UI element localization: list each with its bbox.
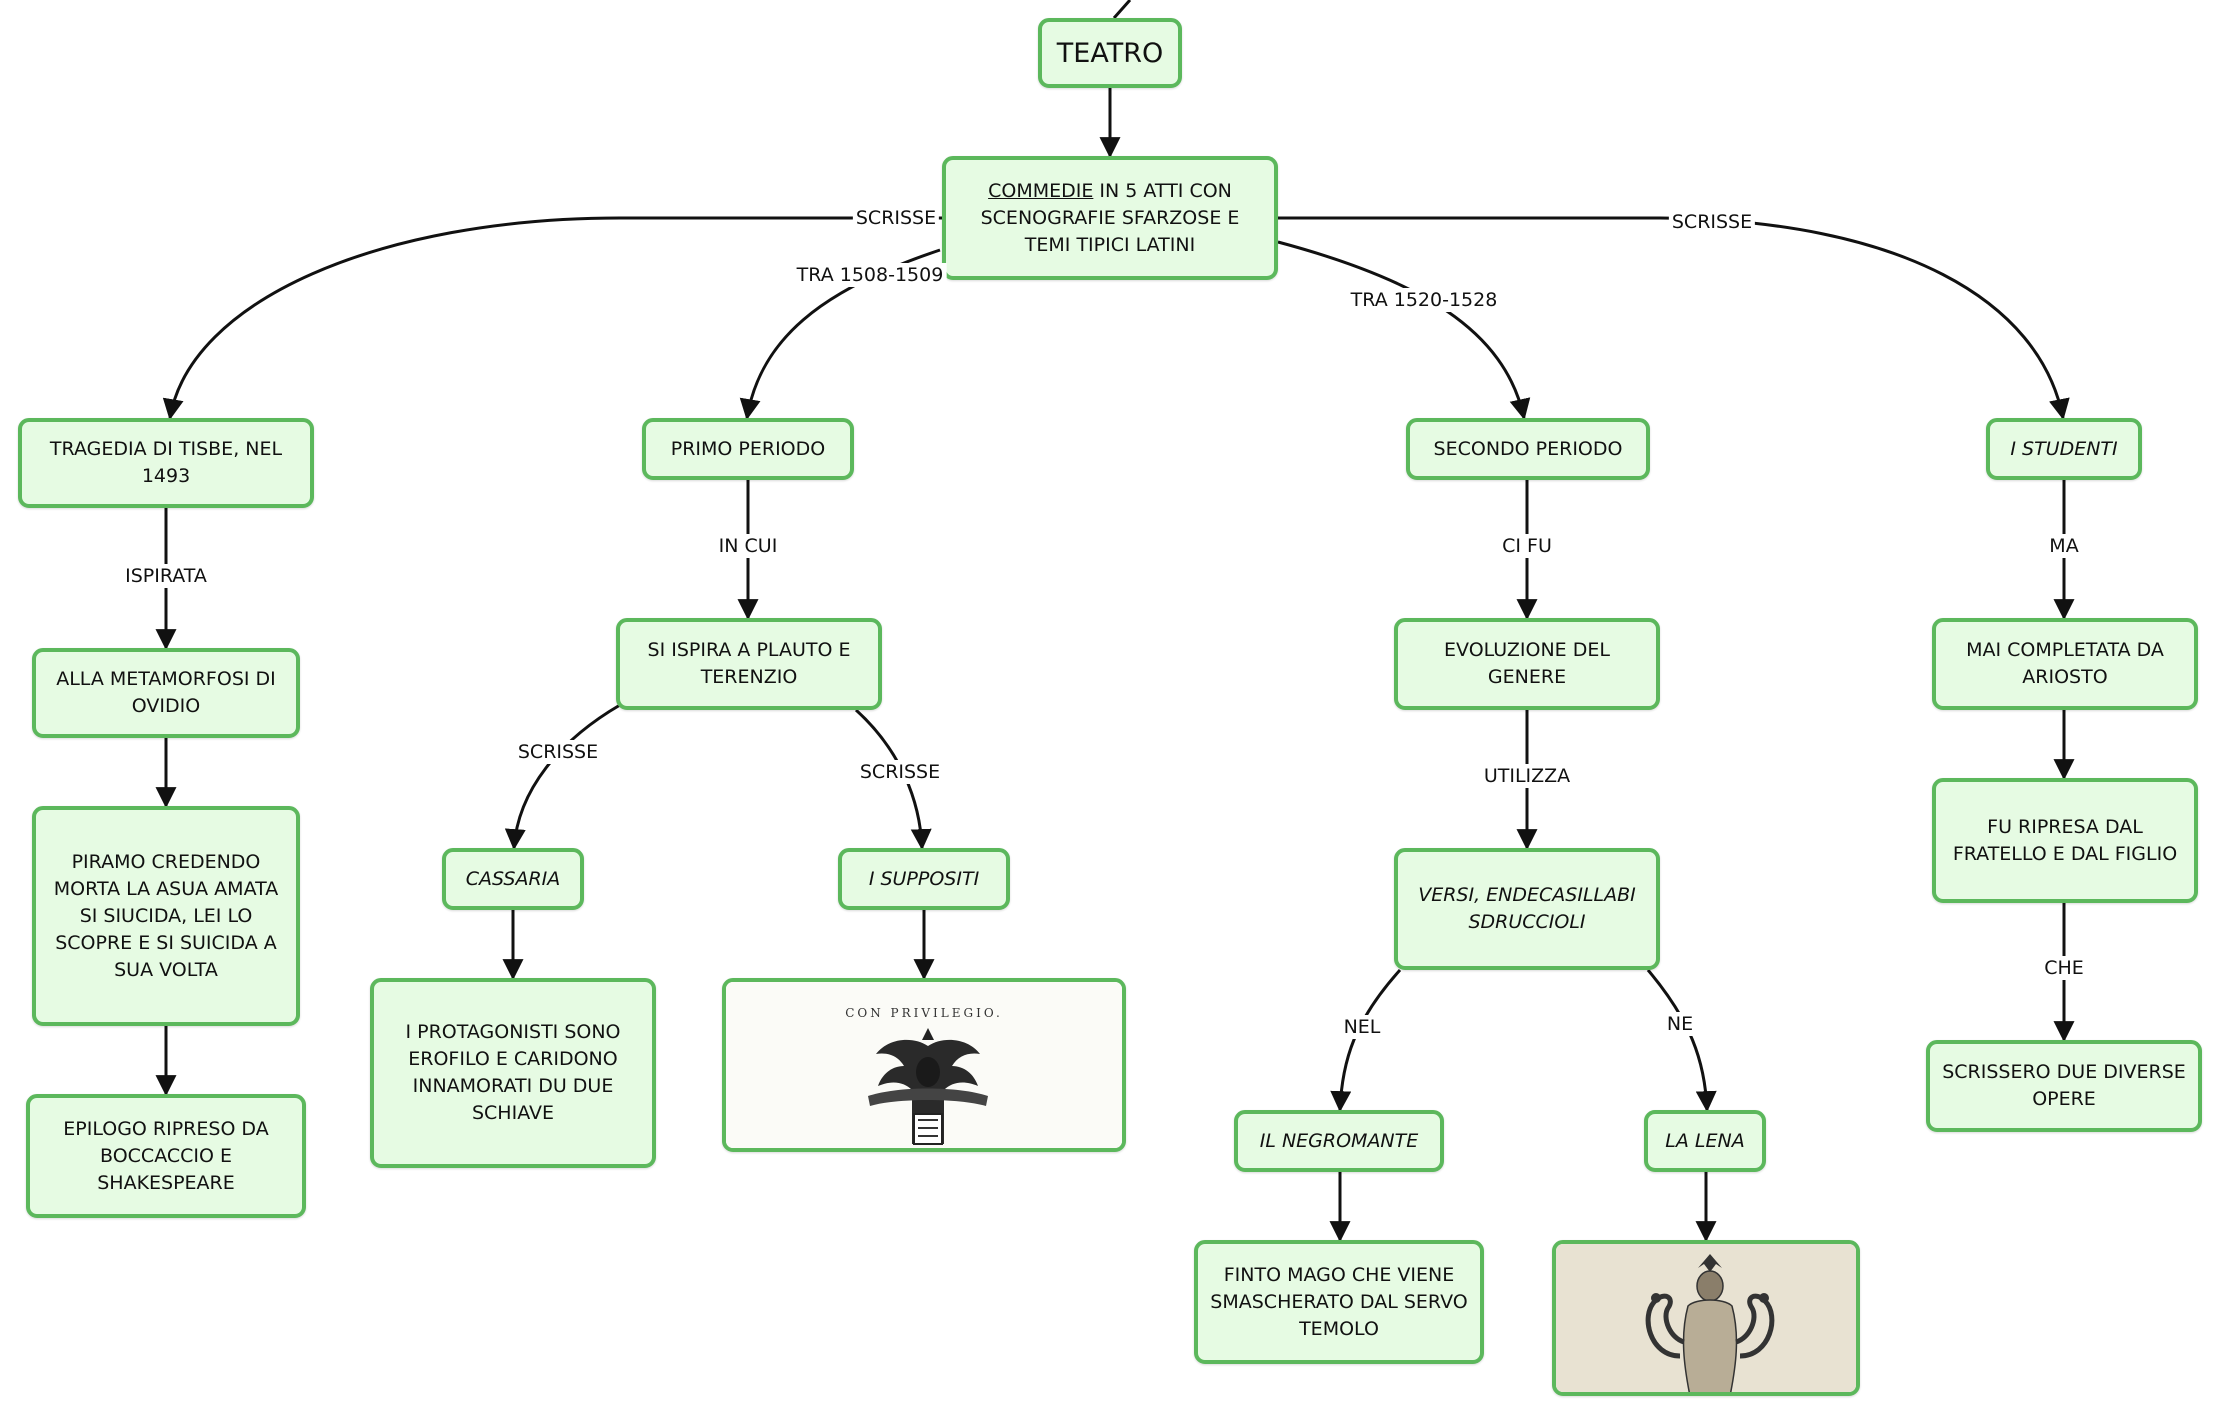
node-primo-periodo[interactable]: PRIMO PERIODO [642, 418, 854, 480]
edge-label-nel: NEL [1340, 1015, 1384, 1039]
node-teatro[interactable]: TEATRO [1038, 18, 1182, 88]
node-protagonisti[interactable]: I PROTAGONISTI SONO EROFILO E CARIDONO I… [370, 978, 656, 1168]
edge-label-ispirata: ISPIRATA [122, 564, 210, 588]
edge-label-che: CHE [2041, 956, 2087, 980]
node-mai-completata[interactable]: MAI COMPLETATA DA ARIOSTO [1932, 618, 2198, 710]
node-lena[interactable]: LA LENA [1644, 1110, 1766, 1172]
edge-label-scrisse-cassaria: SCRISSE [514, 740, 602, 764]
edge-label-tra-1520: TRA 1520-1528 [1347, 288, 1501, 312]
edge-label-in-cui: IN CUI [715, 534, 781, 558]
node-fu-ripresa[interactable]: FU RIPRESA DAL FRATELLO E DAL FIGLIO [1932, 778, 2198, 903]
node-commedie-text: COMMEDIE IN 5 ATTI CON SCENOGRAFIE SFARZ… [956, 178, 1264, 259]
node-evoluzione[interactable]: EVOLUZIONE DEL GENERE [1394, 618, 1660, 710]
node-finto-mago[interactable]: FINTO MAGO CHE VIENE SMASCHERATO DAL SER… [1194, 1240, 1484, 1364]
node-scrissero[interactable]: SCRISSERO DUE DIVERSE OPERE [1926, 1040, 2202, 1132]
node-lena-image[interactable] [1552, 1240, 1860, 1396]
edge-label-scrisse-right: SCRISSE [1668, 210, 1756, 234]
lena-image-frame [1556, 1244, 1856, 1392]
node-cassaria[interactable]: CASSARIA [442, 848, 584, 910]
edge-commedie-secondo [1277, 240, 1531, 421]
edge-label-tra-1508: TRA 1508-1509 [793, 263, 947, 287]
commedie-rest: IN 5 ATTI CON SCENOGRAFIE SFARZOSE E TEM… [980, 179, 1240, 256]
edge-plauto-cassaria [504, 703, 621, 851]
edge-versi-negromante [1330, 968, 1402, 1113]
edge-commedie-tragedia [162, 216, 942, 421]
node-suppositi-image[interactable]: CON PRIVILEGIO. [722, 978, 1126, 1152]
node-plauto[interactable]: SI ISPIRA A PLAUTO E TERENZIO [616, 618, 882, 710]
node-secondo-periodo[interactable]: SECONDO PERIODO [1406, 418, 1650, 480]
node-tragedia[interactable]: TRAGEDIA DI TISBE, NEL 1493 [18, 418, 314, 508]
node-versi[interactable]: VERSI, ENDECASILLABI SDRUCCIOLI [1394, 848, 1660, 970]
suppositi-image-frame: CON PRIVILEGIO. [726, 982, 1122, 1148]
node-epilogo[interactable]: EPILOGO RIPRESO DA BOCCACCIO E SHAKESPEA… [26, 1094, 306, 1218]
node-metamorfosi[interactable]: ALLA METAMORFOSI DI OVIDIO [32, 648, 300, 738]
node-suppositi[interactable]: I SUPPOSITI [838, 848, 1010, 910]
edge-commedie-studenti [1278, 216, 2070, 421]
edge-versi-lena [1646, 969, 1717, 1113]
con-privilegio-caption: CON PRIVILEGIO. [845, 1006, 1003, 1020]
edge-incoming [1112, 0, 1132, 19]
eagle-emblem-icon [868, 1028, 988, 1145]
edge-label-scrisse-suppositi: SCRISSE [856, 760, 944, 784]
edge-label-utilizza: UTILIZZA [1480, 764, 1574, 788]
node-studenti[interactable]: I STUDENTI [1986, 418, 2142, 480]
node-commedie[interactable]: COMMEDIE IN 5 ATTI CON SCENOGRAFIE SFARZ… [942, 156, 1278, 280]
edge-label-ci-fu: CI FU [1499, 534, 1555, 558]
edge-label-scrisse-left: SCRISSE [852, 206, 940, 230]
node-piramo[interactable]: PIRAMO CREDENDO MORTA LA ASUA AMATA SI S… [32, 806, 300, 1026]
engraving-figure-icon [1645, 1254, 1775, 1392]
edge-label-ma: MA [2046, 534, 2082, 558]
node-negromante[interactable]: IL NEGROMANTE [1234, 1110, 1444, 1172]
edge-label-ne: NE [1663, 1012, 1697, 1036]
commedie-underlined: COMMEDIE [988, 179, 1094, 202]
